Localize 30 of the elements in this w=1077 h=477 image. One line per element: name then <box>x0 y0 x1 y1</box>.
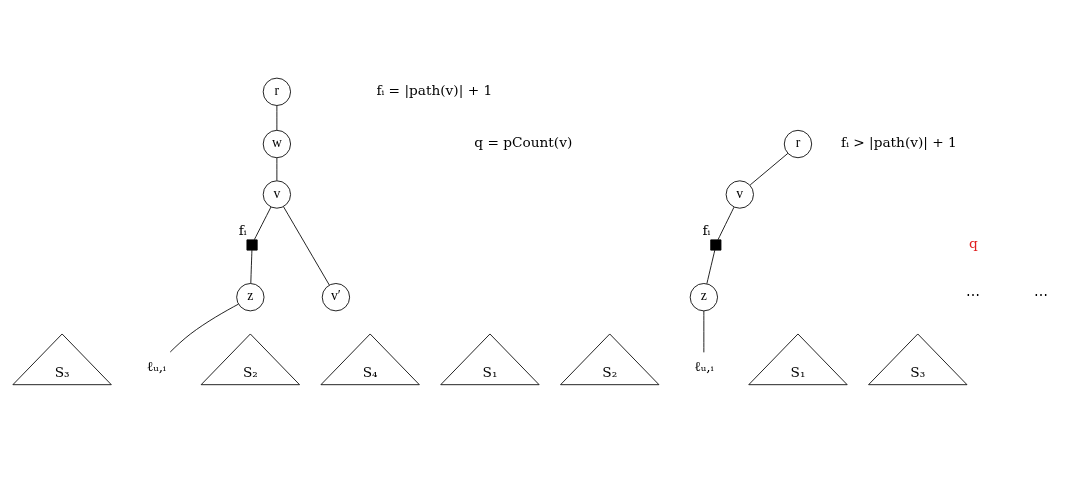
connector <box>276 157 278 181</box>
node-text: ℓᵤ,ᵢ <box>694 357 714 374</box>
label: ⋯ <box>966 286 981 303</box>
node-circle: z <box>689 282 718 311</box>
node-circle: r <box>262 77 291 106</box>
connector <box>276 104 278 130</box>
label: q <box>969 234 978 251</box>
connector <box>169 303 239 352</box>
connector <box>717 206 735 240</box>
node-circle: w <box>262 129 291 158</box>
node-box <box>710 238 722 251</box>
connector <box>250 249 253 284</box>
connector <box>749 152 789 185</box>
connector <box>706 249 716 284</box>
node-label: fᵢ <box>238 221 247 238</box>
node-label: fᵢ <box>702 221 711 238</box>
connector <box>283 205 330 285</box>
connector <box>703 310 705 353</box>
label: q = pCount(v) <box>474 133 573 150</box>
node-circle: r <box>783 129 813 158</box>
node-box <box>246 238 258 251</box>
connector <box>253 206 272 240</box>
node-text: ℓᵤ,ᵢ <box>146 357 166 374</box>
node-circle: v <box>725 179 754 209</box>
label: fᵢ > |path(v)| + 1 <box>841 133 957 150</box>
label: ⋯ <box>1033 286 1048 303</box>
node-circle: v′ <box>321 282 351 311</box>
label: fᵢ = |path(v)| + 1 <box>376 81 493 98</box>
node-circle: v <box>262 179 291 209</box>
node-circle: z <box>236 282 265 311</box>
